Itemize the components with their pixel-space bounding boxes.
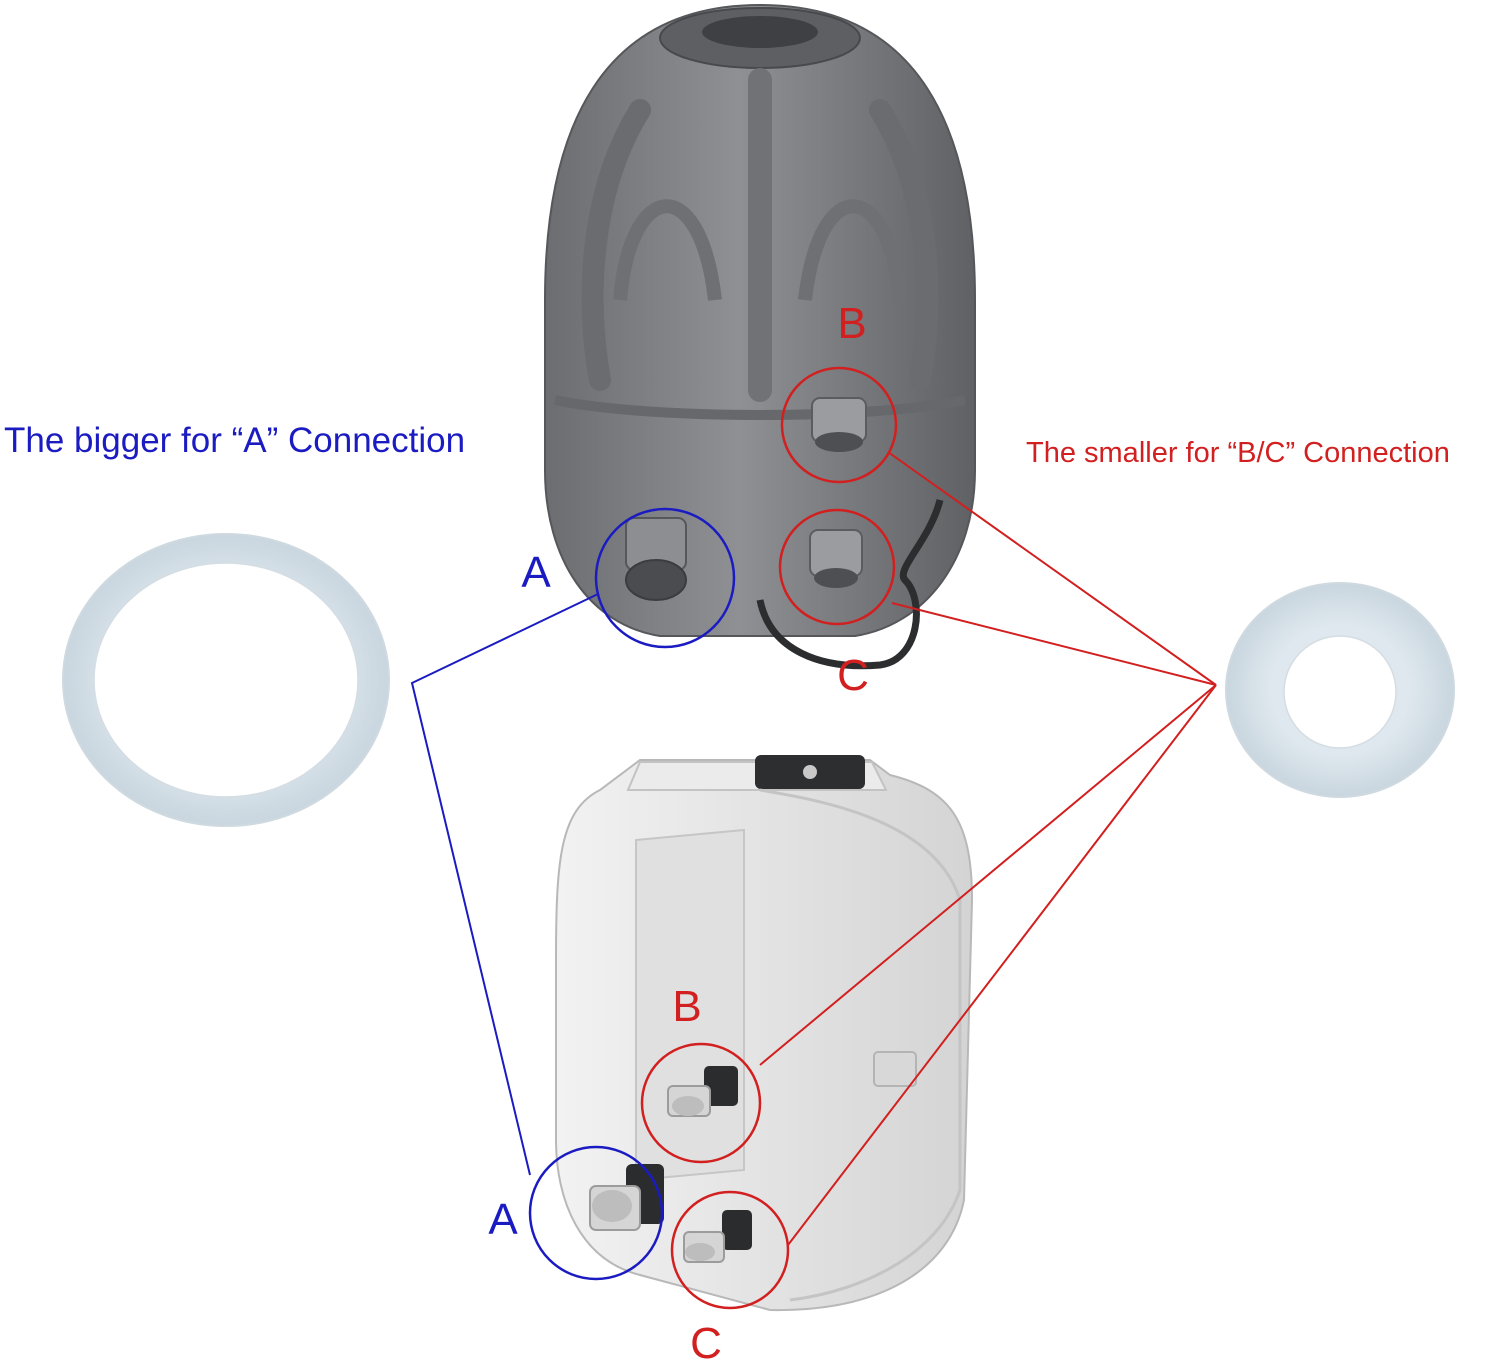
gray-pump-base-band (553, 395, 967, 420)
top-port-c (809, 529, 863, 588)
top-port-b (811, 397, 867, 452)
top-b-marker-circle (780, 366, 898, 484)
smaller-gasket-caption: The smaller for “B/C” Connection (1026, 437, 1450, 469)
gray-pump-rib-right (869, 99, 939, 391)
top-label-a: A (521, 548, 551, 597)
white-pump-panel-button (803, 765, 817, 779)
bottom-c-marker-circle (670, 1190, 790, 1310)
bottom-port-c (683, 1210, 752, 1263)
white-pump-unit (555, 755, 974, 1312)
bottom-label-c: C (690, 1319, 722, 1364)
gray-pump-rib-left (581, 99, 651, 391)
bigger-gasket-caption: The bigger for “A” Connection (4, 421, 466, 460)
gray-pump-unit (544, 3, 976, 670)
bottom-port-b (667, 1066, 738, 1117)
gray-pump-arch-left (613, 199, 722, 301)
blue-connector-lines (410, 593, 599, 1176)
small-gasket (1225, 582, 1455, 798)
bottom-a-marker-circle (528, 1145, 664, 1281)
white-pump-side-panel (759, 788, 962, 1302)
top-label-c: C (837, 651, 869, 700)
gray-pump-control-dial (702, 16, 818, 48)
top-port-a (625, 517, 687, 601)
top-c-marker-circle (778, 508, 896, 626)
gray-pump-power-cord (756, 499, 944, 670)
gray-pump-arch-right (798, 199, 907, 301)
bottom-label-b: B (672, 982, 701, 1031)
white-pump-handle (873, 1051, 917, 1087)
big-gasket (62, 533, 390, 827)
top-label-b: B (837, 299, 866, 348)
top-a-marker-circle (594, 507, 736, 649)
bottom-label-a: A (488, 1195, 518, 1244)
bottom-port-a (589, 1164, 664, 1231)
red-connector-lines (759, 451, 1217, 1246)
bottom-b-marker-circle (640, 1042, 762, 1164)
